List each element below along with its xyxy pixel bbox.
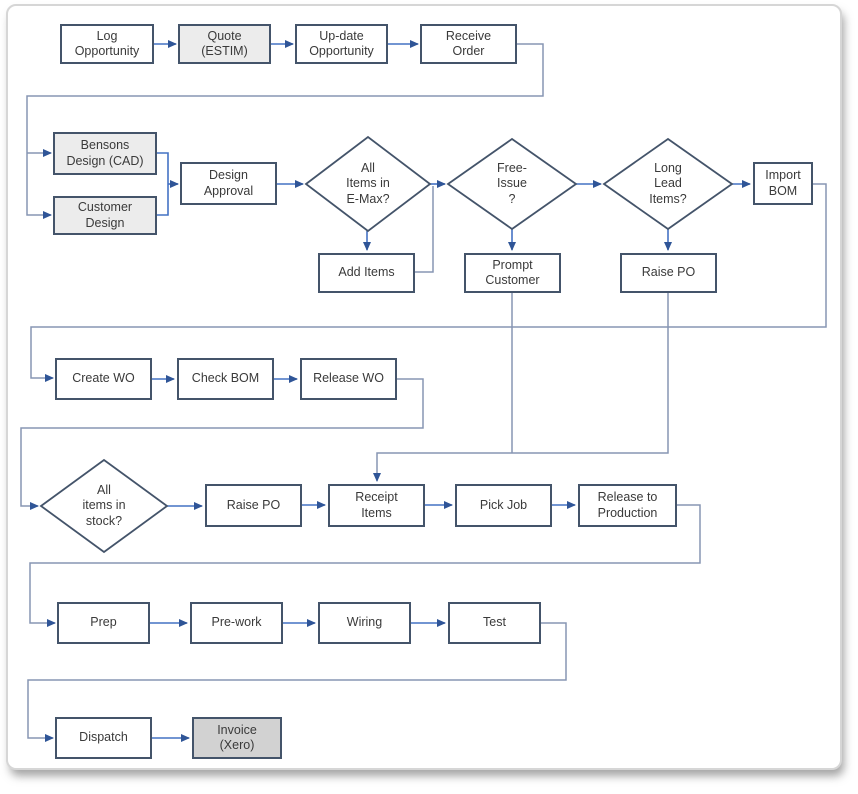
connector-import-bom-loop [30,183,827,382]
node-pick-job: Pick Job [455,484,552,527]
node-log-opportunity: Log Opportunity [60,24,154,64]
diamond-all-items-emax [304,135,432,233]
node-label: Import BOM [765,168,801,198]
node-label: Receive Order [445,28,492,58]
node-label: Prompt Customer [485,257,540,287]
node-label: Pick Job [479,497,528,512]
node-quote-estim: Quote (ESTIM) [178,24,271,64]
node-prompt-customer: Prompt Customer [464,253,561,293]
diamond-free-issue [446,137,578,231]
node-import-bom: Import BOM [753,162,813,205]
node-label: Add Items [338,265,395,280]
diamond-long-lead-items [602,137,734,231]
node-label: Prep [90,615,117,630]
node-pre-work: Pre-work [190,602,283,644]
node-label: Create WO [72,371,135,386]
node-dispatch: Dispatch [55,717,152,759]
node-label: Raise PO [641,265,696,280]
diamond-all-items-stock [39,458,169,554]
node-label: Up-date Opportunity [309,28,374,58]
node-label: Pre-work [211,615,262,630]
node-update-opportunity: Up-date Opportunity [295,24,388,64]
node-check-bom: Check BOM [177,358,274,400]
connector-customer-merge [157,184,169,216]
label-all-items-stock: All items in stock? [82,483,126,528]
node-create-wo: Create WO [55,358,152,400]
node-label: Dispatch [79,730,128,745]
node-label: Test [483,615,506,630]
node-receipt-items: Receipt Items [328,484,425,527]
node-label: Bensons Design (CAD) [66,138,144,168]
node-receive-order: Receive Order [420,24,517,64]
node-label: Design Approval [203,168,254,198]
connector-release-wo-loop [20,378,424,510]
node-label: Customer Design [77,200,133,230]
node-label: Receipt Items [355,490,398,520]
node-label: Wiring [346,615,383,630]
node-label: Release to Production [597,490,658,520]
node-label: Log Opportunity [74,28,140,58]
node-label: Check BOM [191,371,260,386]
label-free-issue: Free- Issue ? [497,161,527,206]
connector-test-loop [27,622,567,742]
node-invoice-xero: Invoice (Xero) [192,717,282,759]
node-release-to-production: Release to Production [578,484,677,527]
connector-receive-order-loop [26,43,544,219]
node-prep: Prep [57,602,150,644]
node-label: Release WO [313,371,384,386]
label-all-items-emax: All Items in E-Max? [346,161,390,206]
node-wiring: Wiring [318,602,411,644]
label-long-lead-items: Long Lead Items? [649,161,687,206]
node-customer-design: Customer Design [53,196,157,235]
node-design-approval: Design Approval [180,162,277,205]
node-bensons-design: Bensons Design (CAD) [53,132,157,175]
node-label: Raise PO [226,497,281,512]
node-release-wo: Release WO [300,358,397,400]
connector-raise-po-down-to-receipt [373,293,669,482]
node-add-items: Add Items [318,253,415,293]
node-raise-po-stock: Raise PO [205,484,302,527]
node-test: Test [448,602,541,644]
connector-bensons-merge [157,152,169,184]
connector-release-production-loop [29,504,701,627]
node-label: Invoice (Xero) [217,722,257,752]
node-raise-po-long-lead: Raise PO [620,253,717,293]
connector-add-items-rejoin [415,186,434,273]
node-label: Quote (ESTIM) [201,28,248,58]
